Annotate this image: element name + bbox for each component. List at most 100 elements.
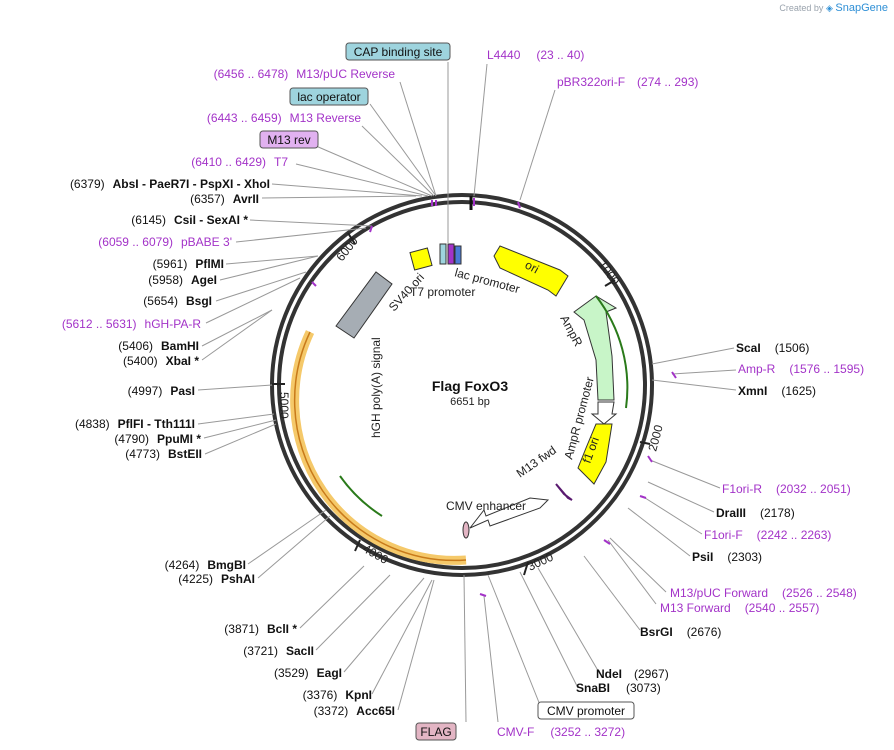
primer-m13-forward: M13 Forward(2540 .. 2557) <box>660 601 819 615</box>
site-ppumi: (4790)PpuMI * <box>114 432 201 446</box>
site-pflfi: (4838)PflFI - Tth111I <box>75 417 195 431</box>
callout-line <box>249 219 373 227</box>
tick-mark <box>604 279 616 287</box>
site-absi: (6379)AbsI - PaeR7I - PspXI - XhoI <box>70 177 270 191</box>
callout-line <box>607 539 657 605</box>
callout-line <box>295 163 429 197</box>
feature-cmv-enhancer[interactable] <box>469 497 550 529</box>
primer-marks <box>311 198 677 597</box>
site-sacii: (3721)SacII <box>243 644 314 658</box>
callout-line <box>649 459 721 489</box>
callout-line <box>315 145 433 197</box>
callout-line <box>641 495 703 535</box>
site-ndei: NdeI(2967) <box>596 667 669 681</box>
primer-hgh-pa-r: (5612 .. 5631)hGH-PA-R <box>62 317 202 331</box>
site-scai: ScaI(1506) <box>736 341 809 355</box>
feature-ampr[interactable] <box>573 295 618 401</box>
features: ori AmpR AmpR promoter f1 ori M13 fwd CM… <box>290 243 629 565</box>
callout-line <box>361 125 435 197</box>
callout-line <box>315 574 391 651</box>
snapgene-logo-icon: ◈ <box>825 3 833 13</box>
callout-line <box>671 369 737 375</box>
feature-label-ori: ori <box>523 258 542 277</box>
tick-label: 2000 <box>645 423 666 453</box>
feature-ori[interactable] <box>493 245 569 297</box>
primer-t7: (6410 .. 6429)T7 <box>191 155 288 169</box>
primer-l4440: L4440(23 .. 40) <box>487 48 584 62</box>
feature-m13fwd[interactable] <box>555 483 573 501</box>
callout-line <box>483 595 499 723</box>
feature-ampr-promoter[interactable] <box>590 401 618 425</box>
map-labels: CAP binding site lac operator M13 rev FL… <box>62 42 864 741</box>
site-agei: (5958)AgeI <box>148 273 217 287</box>
m13-rev-box[interactable] <box>259 130 319 149</box>
plasmid-name: Flag FoxO3 <box>432 378 508 394</box>
callout-line <box>204 423 277 455</box>
primer-m13puc-reverse: (6456 .. 6478)M13/pUC Reverse <box>214 67 396 81</box>
site-kpni: (3376)KpnI <box>303 688 372 702</box>
flag-label: FLAG <box>420 725 451 739</box>
site-pflmi: (5961)PflMI <box>153 257 224 271</box>
m13-rev-label: M13 rev <box>267 133 310 147</box>
site-draiii: DraIII(2178) <box>716 506 795 520</box>
callout-line <box>369 103 437 197</box>
feature-label-t7: T7 promoter <box>410 285 475 299</box>
primer-mark <box>517 201 521 209</box>
tick-mark <box>523 561 529 576</box>
site-bsrgi: BsrGI(2676) <box>640 625 721 639</box>
feature-sv40[interactable] <box>409 247 433 271</box>
tick-mark <box>354 539 361 552</box>
cmv-promoter-box[interactable] <box>537 701 635 720</box>
feature-t7-box[interactable] <box>439 243 447 265</box>
feature-label-hgh: hGH poly(A) signal <box>369 337 383 438</box>
callout-line <box>271 183 423 197</box>
feature-lac-box[interactable] <box>454 245 462 265</box>
site-pasi: (4997)PasI <box>128 384 195 398</box>
callout-line <box>215 271 307 302</box>
lac-operator-box[interactable] <box>289 87 369 106</box>
primer-amp-r: Amp-R(1576 .. 1595) <box>738 362 864 376</box>
feature-hgh-arc-outline <box>293 331 467 562</box>
plasmid-length: 6651 bp <box>450 396 490 408</box>
callout-line <box>609 537 667 593</box>
site-bamhi: (5406)BamHI <box>118 339 199 353</box>
feature-f1ori[interactable] <box>577 423 613 485</box>
callout-line <box>583 555 641 631</box>
callout-lines <box>197 62 737 723</box>
site-pshai: (4225)PshAI <box>178 572 255 586</box>
callout-line <box>519 571 579 689</box>
snapgene-credit: Created by ◈ SnapGene <box>779 2 888 14</box>
callout-line <box>203 419 277 439</box>
callout-line <box>197 413 275 425</box>
feature-lacop-box[interactable] <box>447 243 455 265</box>
callout-line <box>647 481 715 513</box>
cap-binding-site-box[interactable] <box>345 42 451 61</box>
feature-flag-marker[interactable] <box>462 521 470 539</box>
primer-mark <box>369 225 373 233</box>
primer-mark <box>647 455 653 463</box>
feature-ampr-highlight <box>595 295 629 409</box>
callout-line <box>205 277 301 324</box>
primer-cmv-f: CMV-F(3252 .. 3272) <box>497 725 625 739</box>
callout-line <box>399 81 437 197</box>
primer-mark <box>671 371 677 379</box>
callout-line <box>463 574 467 723</box>
feature-label-m13fwd: M13 fwd <box>514 443 559 480</box>
site-bsgi: (5654)BsgI <box>143 294 212 308</box>
site-avrii: (6357)AvrII <box>190 192 259 206</box>
cap-binding-site-label: CAP binding site <box>354 45 443 59</box>
primer-f1ori-r: F1ori-R(2032 .. 2051) <box>722 482 851 496</box>
flag-box[interactable] <box>415 722 457 741</box>
callout-line <box>257 515 331 579</box>
callout-line <box>261 195 417 199</box>
site-xmni: XmnI(1625) <box>738 384 816 398</box>
lac-operator-label: lac operator <box>297 90 360 104</box>
callout-line <box>219 255 319 281</box>
callout-line <box>397 579 435 711</box>
feature-hgh[interactable] <box>335 271 393 339</box>
tick-mark <box>347 232 356 245</box>
callout-line <box>519 89 556 201</box>
callout-line <box>299 565 365 629</box>
site-bcli: (3871)BclI * <box>224 622 297 636</box>
